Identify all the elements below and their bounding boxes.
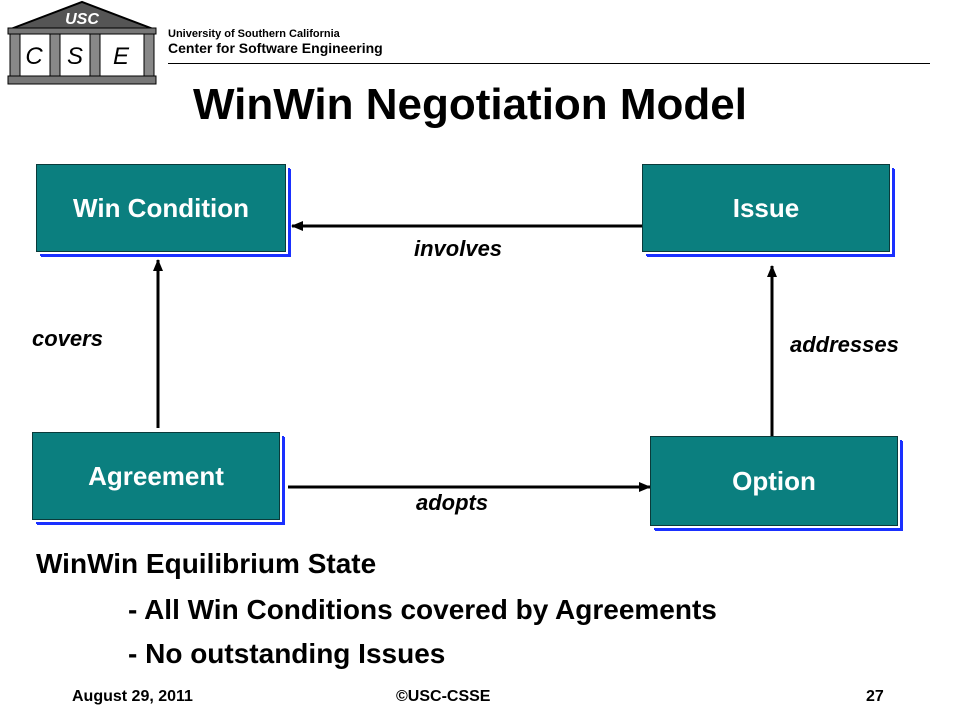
summary-point: - No outstanding Issues	[128, 638, 446, 669]
edge-label-adopts: adopts	[416, 490, 489, 515]
footer-page-number: 27	[866, 688, 884, 705]
node-option: Option	[650, 436, 898, 526]
logo-usc-text: USC	[65, 11, 99, 28]
summary-point: - All Win Conditions covered by Agreemen…	[128, 594, 717, 625]
logo-letter-c: C	[25, 43, 43, 70]
node-issue-label: Issue	[732, 192, 800, 223]
logo-letter-s: S	[67, 43, 83, 70]
edge-label-addresses: addresses	[790, 332, 899, 357]
edge-label-covers: covers	[32, 326, 103, 351]
edge-label-involves: involves	[414, 236, 503, 261]
slide-title: WinWin Negotiation Model	[192, 80, 748, 129]
usc-cse-logo: USC C S E	[7, 0, 157, 85]
node-win-condition: Win Condition	[36, 164, 286, 252]
node-win-condition-label: Win Condition	[73, 192, 249, 223]
university-name: University of Southern California	[168, 28, 340, 40]
center-name: Center for Software Engineering	[168, 40, 383, 56]
node-option-label: Option	[732, 465, 816, 496]
header-rule	[168, 63, 930, 64]
logo-letter-e: E	[113, 43, 130, 70]
node-agreement: Agreement	[32, 432, 280, 520]
summary-heading: WinWin Equilibrium State	[36, 548, 377, 579]
node-issue: Issue	[642, 164, 890, 252]
footer-copyright: ©USC-CSSE	[396, 688, 491, 705]
node-agreement-label: Agreement	[88, 460, 224, 491]
footer-date: August 29, 2011	[72, 688, 193, 705]
